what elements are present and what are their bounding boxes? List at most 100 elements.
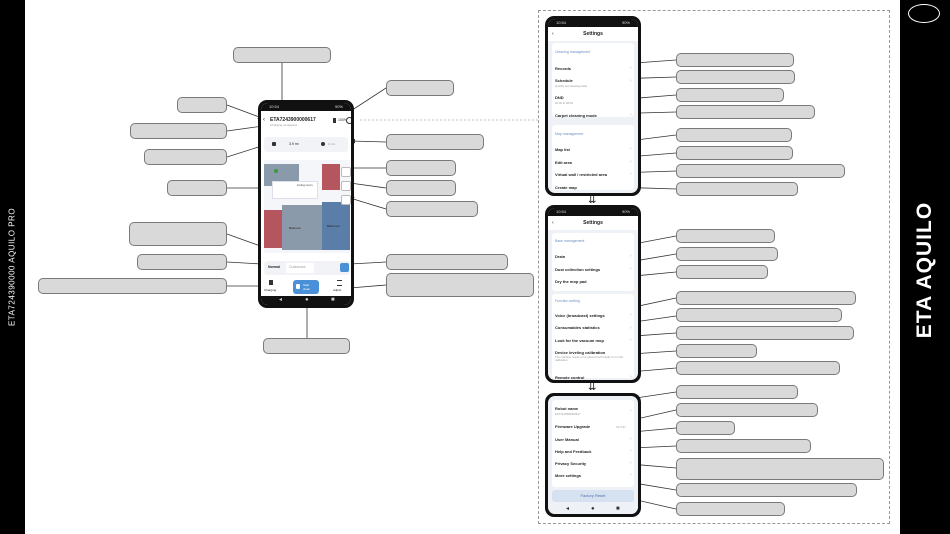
callout-create-map [676, 182, 798, 196]
start-icon [296, 284, 300, 289]
schedule-sub: Quickly set cleaning tasks [555, 84, 588, 88]
callout-help [676, 439, 811, 453]
nav-back-icon[interactable]: ◂ [566, 506, 570, 512]
help-item[interactable]: Help and Feedback [555, 449, 592, 454]
callout-time [386, 134, 484, 150]
start-button[interactable]: Start clean [293, 280, 319, 294]
chevron-right-icon: › [630, 78, 632, 84]
map[interactable]: Living room Bedroom Bathroom [264, 160, 350, 253]
chevron-right-icon: › [630, 325, 632, 331]
charging-label[interactable]: Charging [264, 288, 277, 292]
right-title-strip: ETA AQUILO [900, 0, 950, 534]
look-mop-item[interactable]: Look for the vacuum mop [555, 338, 604, 343]
schedule-item[interactable]: Schedule [555, 78, 573, 83]
consumables-item[interactable]: Consumables statistics [555, 325, 600, 330]
mode-custom-box[interactable]: Customize [286, 263, 314, 273]
back-icon[interactable]: ‹ [552, 31, 554, 37]
leveling-item[interactable]: Device leveling calibration [555, 350, 606, 355]
base-card [552, 233, 634, 291]
chevron-right-icon: › [630, 448, 632, 454]
callout-start [263, 338, 350, 354]
map-list-item[interactable]: Map list [555, 147, 570, 152]
create-map-item[interactable]: Create map [555, 185, 577, 190]
section-map: Map management [555, 132, 584, 136]
callout-status [130, 123, 227, 139]
battery-icon [333, 118, 336, 123]
map-tool-icon[interactable] [341, 181, 351, 191]
home-icon [272, 142, 276, 146]
mode-custom: Customize [289, 265, 306, 269]
down-arrow-icon: ⇊ [588, 195, 597, 206]
adjust-label[interactable]: Adjust [333, 288, 342, 292]
status-time: 10:54 [556, 209, 567, 214]
more-item[interactable]: More settings [555, 473, 582, 478]
dnd-item[interactable]: DND [555, 95, 564, 100]
callout-schedule [676, 70, 795, 84]
home-phone: 10:54 90% ‹ ETA7243900000617 Charging co… [258, 100, 354, 308]
records-item[interactable]: Records [555, 66, 572, 71]
settings-icon[interactable] [346, 117, 351, 124]
room-label: Bathroom [327, 224, 341, 228]
robot-name-sub: ETA7243900000617 [555, 412, 581, 416]
callout-leveling [676, 344, 757, 358]
nav-home-icon[interactable]: ● [305, 297, 309, 303]
dust-item[interactable]: Dust collection settings [555, 267, 601, 272]
settings-region [538, 10, 890, 524]
factory-reset-button[interactable]: Factory Reset [552, 490, 634, 502]
nav-home-icon[interactable]: ● [591, 506, 595, 512]
start-label: Start clean [303, 283, 311, 291]
device-id: ETA7243900000617 [270, 117, 316, 123]
nav-recent-icon[interactable]: ■ [331, 297, 335, 303]
map-tool-icon[interactable] [341, 167, 351, 177]
clock-icon [321, 142, 325, 146]
chevron-right-icon: › [630, 159, 632, 165]
remote-item[interactable]: Remote control [555, 375, 585, 380]
back-icon[interactable]: ‹ [552, 220, 554, 226]
settings-phone-1: 10:54 90% ‹ Settings Cleaning management… [545, 16, 641, 196]
status-bar: 10:54 90% [548, 208, 638, 216]
map-tool-icon[interactable] [341, 195, 351, 205]
firmware-item[interactable]: Firmware Upgrade [555, 424, 591, 429]
room-block [282, 205, 322, 250]
adjust-icon[interactable] [337, 280, 342, 286]
virtual-wall-item[interactable]: Virtual wall / restricted area [555, 172, 607, 177]
section-cleaning: Cleaning management [555, 50, 591, 54]
function-card [552, 294, 634, 378]
room-block-red [322, 164, 340, 190]
settings-phone-2: 10:54 90% ‹ Settings Base management Dra… [545, 205, 641, 383]
callout-consumables [676, 308, 842, 322]
chevron-right-icon: › [630, 65, 632, 71]
nav-recent-icon[interactable]: ■ [616, 506, 620, 512]
leveling-sub: The machine needs to be placed horizonta… [555, 355, 624, 363]
chevron-right-icon: › [630, 408, 632, 414]
callout-custom [386, 254, 508, 270]
callout-area [144, 149, 227, 165]
nav-bar: ◂ ● ■ [548, 505, 638, 514]
voice-item[interactable]: Voice (broadcast) settings [555, 313, 605, 318]
callout-tool-3 [386, 201, 478, 217]
callout-manual [676, 421, 735, 435]
callout-records [676, 53, 794, 67]
custom-icon[interactable] [340, 263, 349, 272]
down-arrow-icon: ⇊ [588, 382, 597, 393]
nav-back-icon[interactable]: ◂ [279, 297, 283, 303]
drain-item[interactable]: Drain [555, 254, 566, 259]
dry-mop-item[interactable]: Dry the mop pad [555, 279, 587, 284]
callout-dust [676, 247, 778, 261]
privacy-item[interactable]: Privacy Security [555, 461, 587, 466]
manual-item[interactable]: User Manual [555, 437, 579, 442]
callout-device-name [233, 47, 331, 63]
callout-charging [38, 278, 227, 294]
robot-name-item[interactable]: Robot name [555, 406, 579, 411]
carpet-item[interactable]: Carpet cleaning mode [555, 113, 597, 118]
mode-normal[interactable]: Normal [268, 265, 281, 269]
callout-dry [676, 265, 768, 279]
room-label: Bedroom [289, 226, 302, 230]
stats-card: 3.9 m² 0 min [264, 137, 348, 152]
back-icon[interactable]: ‹ [263, 117, 265, 123]
charging-icon[interactable] [269, 280, 273, 285]
chevron-right-icon: › [630, 460, 632, 466]
section-function: Function setting [555, 299, 580, 303]
edit-area-item[interactable]: Edit area [555, 160, 572, 165]
callout-voice [676, 291, 856, 305]
